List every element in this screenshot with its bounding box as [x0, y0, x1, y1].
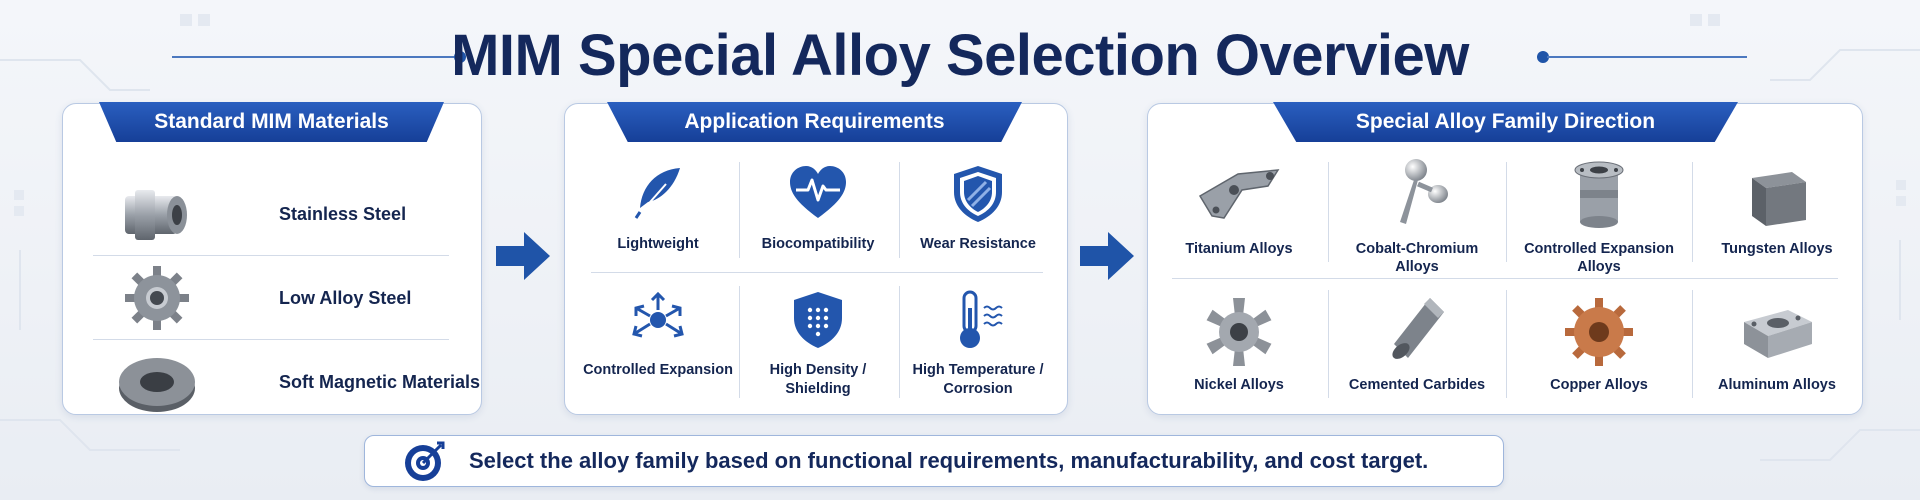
thermometer-icon: [960, 290, 1003, 348]
material-item-soft-magnetic: Soft Magnetic Materials: [93, 340, 480, 424]
standard-materials-header: Standard MIM Materials: [99, 102, 444, 142]
grid-divider: [899, 162, 900, 258]
material-item-low-alloy-steel: Low Alloy Steel: [93, 256, 449, 340]
heart-pulse-icon: [790, 166, 846, 218]
alloy-label: Cemented Carbides: [1348, 377, 1486, 393]
alloy-tungsten: Tungsten Alloys: [1688, 156, 1866, 286]
grid-divider: [1328, 290, 1329, 398]
title-divider-right: [1547, 56, 1747, 58]
application-requirements-header: Application Requirements: [607, 102, 1022, 142]
requirement-label: High Temperature / Corrosion: [912, 362, 1044, 397]
alloy-cobalt-chromium: Cobalt-Chromium Alloys: [1328, 156, 1506, 286]
grid-divider: [739, 162, 740, 258]
gear-icon: [125, 266, 189, 330]
grid-divider: [1172, 278, 1838, 279]
requirement-wear-resistance: Wear Resistance: [899, 162, 1057, 282]
requirement-high-density-shielding: High Density / Shielding: [739, 288, 897, 408]
shield-icon: [954, 166, 1002, 222]
material-label: Low Alloy Steel: [279, 288, 412, 308]
title-dot-left: [454, 51, 466, 63]
stainless-bushing-icon: [125, 190, 187, 240]
special-alloy-header: Special Alloy Family Direction: [1273, 102, 1738, 142]
copper-gear-icon: [1565, 298, 1633, 366]
standard-materials-panel: Standard MIM Materials Stainless Steel: [62, 102, 482, 415]
carbide-pin-icon: [1392, 298, 1444, 359]
flow-arrow-right: [494, 228, 552, 284]
tungsten-cube-icon: [1752, 172, 1806, 226]
requirement-lightweight: Lightweight: [579, 162, 737, 282]
shield-grid-icon: [794, 292, 842, 348]
requirement-label: Controlled Expansion: [583, 362, 733, 378]
requirement-label: Wear Resistance: [920, 236, 1036, 252]
grid-divider: [1506, 290, 1507, 398]
target-icon: [405, 441, 445, 481]
alloy-label: Aluminum Alloys: [1718, 377, 1836, 393]
grid-divider: [591, 272, 1043, 273]
feather-icon: [634, 168, 680, 219]
special-alloy-panel: Special Alloy Family Direction Titanium …: [1147, 102, 1866, 415]
title-divider-left: [172, 56, 458, 58]
grid-divider: [1692, 162, 1693, 262]
alloy-aluminum: Aluminum Alloys: [1688, 292, 1866, 422]
grid-divider: [899, 286, 900, 398]
alloy-controlled-expansion: Controlled Expansion Alloys: [1510, 156, 1688, 286]
grid-divider: [1328, 162, 1329, 262]
banner-text: Select the alloy family based on functio…: [469, 448, 1429, 473]
alloy-label: Titanium Alloys: [1185, 241, 1293, 257]
requirement-biocompatibility: Biocompatibility: [739, 162, 897, 282]
alloy-label: Controlled Expansion Alloys: [1524, 241, 1674, 275]
requirement-label: High Density / Shielding: [769, 362, 867, 397]
page-title: MIM Special Alloy Selection Overview: [451, 23, 1469, 88]
alloy-cemented-carbides: Cemented Carbides: [1328, 292, 1506, 422]
nickel-impeller-icon: [1206, 298, 1272, 366]
alloy-nickel: Nickel Alloys: [1150, 292, 1328, 422]
flow-arrow-right: [1078, 228, 1136, 284]
title-dot-right: [1537, 51, 1549, 63]
titanium-bracket-icon: [1198, 169, 1280, 219]
requirement-controlled-expansion: Controlled Expansion: [579, 288, 737, 408]
flanged-cylinder-icon: [1574, 161, 1624, 228]
grid-divider: [1506, 162, 1507, 262]
selection-guidance-banner: Select the alloy family based on functio…: [364, 435, 1504, 487]
ring-icon: [119, 358, 195, 412]
material-label: Soft Magnetic Materials: [279, 372, 481, 392]
requirement-high-temperature-corrosion: High Temperature / Corrosion: [899, 288, 1057, 408]
ball-joint-icon: [1400, 159, 1448, 224]
requirement-label: Lightweight: [617, 236, 699, 252]
aluminum-housing-icon: [1744, 310, 1812, 358]
alloy-label: Tungsten Alloys: [1721, 241, 1833, 257]
application-requirements-panel: Application Requirements Lightweight Bio…: [564, 102, 1068, 415]
material-item-stainless-steel: Stainless Steel: [93, 172, 449, 256]
grid-divider: [1692, 290, 1693, 398]
title-area: MIM Special Alloy Selection Overview: [0, 16, 1920, 96]
alloy-titanium: Titanium Alloys: [1150, 156, 1328, 286]
alloy-label: Nickel Alloys: [1194, 377, 1284, 393]
requirement-label: Biocompatibility: [761, 236, 875, 252]
alloy-copper: Copper Alloys: [1510, 292, 1688, 422]
material-label: Stainless Steel: [279, 204, 407, 224]
grid-divider: [739, 286, 740, 398]
expand-arrows-icon: [632, 291, 684, 338]
alloy-label: Cobalt-Chromium Alloys: [1355, 241, 1479, 275]
alloy-label: Copper Alloys: [1550, 377, 1648, 393]
